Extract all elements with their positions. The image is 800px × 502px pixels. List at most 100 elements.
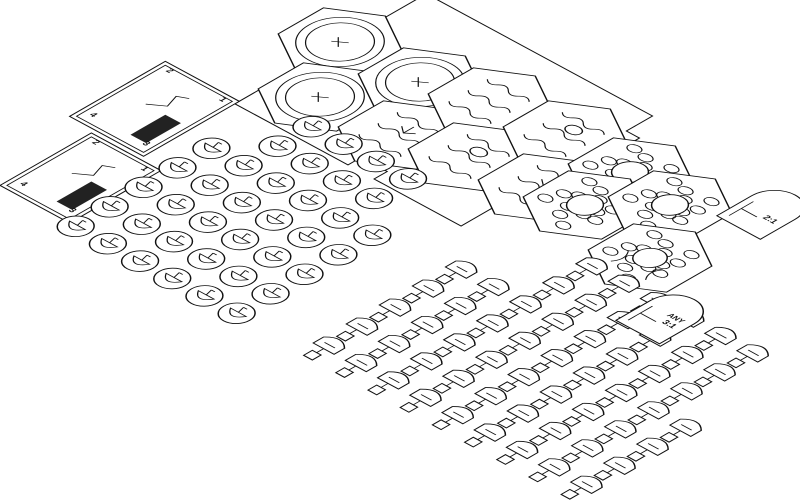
weapons-icon xyxy=(145,95,190,107)
mushroom-icon xyxy=(302,157,321,168)
token-outline xyxy=(254,209,294,231)
mushroom-icon xyxy=(300,194,319,205)
mast xyxy=(575,414,584,420)
boat-hull xyxy=(540,349,574,368)
token-outline xyxy=(88,233,128,255)
boat-piece xyxy=(432,369,475,394)
boat-deck xyxy=(518,410,530,417)
rock-icon xyxy=(622,193,639,203)
mast xyxy=(478,362,487,368)
token-outline xyxy=(319,244,358,266)
mushroom-icon xyxy=(170,161,189,172)
round-token xyxy=(254,209,294,231)
round-token xyxy=(388,168,428,190)
boat-hull xyxy=(473,387,508,406)
round-token xyxy=(154,230,194,253)
mast xyxy=(445,417,453,423)
rock-icon xyxy=(552,209,569,219)
mushroom-icon xyxy=(331,248,350,259)
mast xyxy=(578,305,586,311)
mushroom-icon xyxy=(197,289,216,300)
waves-icon xyxy=(486,79,530,102)
boat-deck xyxy=(586,262,599,270)
sea-creature-icon xyxy=(411,77,429,87)
round-token xyxy=(258,135,297,157)
rock-icon xyxy=(677,186,694,196)
round-token xyxy=(251,283,290,305)
mast xyxy=(640,413,649,418)
mast xyxy=(608,395,617,401)
boat-deck xyxy=(422,321,434,328)
round-token xyxy=(222,191,262,214)
boat-deck xyxy=(681,387,693,394)
flag-icon xyxy=(594,397,615,408)
mast xyxy=(544,360,553,366)
mushroom-icon xyxy=(298,231,318,242)
whirlpool-ring xyxy=(295,16,385,68)
hex-tile-rocks-hole xyxy=(522,170,648,240)
flag-icon xyxy=(561,416,582,427)
mast xyxy=(609,359,618,364)
mast xyxy=(674,357,683,363)
flag-icon xyxy=(562,379,583,391)
mushroom-icon xyxy=(232,233,251,244)
flag-icon xyxy=(531,325,551,337)
mushroom-icon xyxy=(166,235,185,246)
boat-hull xyxy=(378,298,412,317)
mast xyxy=(480,289,489,295)
round-token xyxy=(153,267,192,290)
boat-hull xyxy=(702,363,736,382)
boat-deck xyxy=(485,429,497,436)
boat-hull xyxy=(572,366,606,385)
boat-hull xyxy=(507,368,541,387)
mushroom-icon xyxy=(264,250,284,261)
mast xyxy=(511,343,520,349)
card-number: 3 xyxy=(66,206,79,213)
boat-piece xyxy=(561,402,605,427)
round-token xyxy=(90,196,129,218)
mushroom-icon xyxy=(304,120,323,131)
boat-piece xyxy=(693,363,736,388)
boat-hull xyxy=(605,347,639,366)
boat-piece xyxy=(366,371,410,396)
boat-hull xyxy=(668,418,702,437)
flag-icon xyxy=(596,324,617,336)
boat-piece xyxy=(564,293,608,318)
flag-icon xyxy=(560,452,581,464)
pier-icon xyxy=(728,201,758,218)
mast xyxy=(413,364,422,369)
round-token xyxy=(56,215,95,238)
boat-deck xyxy=(682,351,694,358)
rock-icon xyxy=(587,215,604,225)
mast xyxy=(415,291,424,296)
boat-hull xyxy=(408,388,442,408)
ship-icon xyxy=(71,165,116,176)
whirlpool-ring xyxy=(304,22,376,62)
mushroom-icon xyxy=(268,176,287,188)
boat-deck xyxy=(420,394,432,401)
boat-hull xyxy=(538,421,572,441)
round-token xyxy=(290,152,329,175)
token-outline xyxy=(256,172,295,194)
whirlpool-ring xyxy=(284,77,356,117)
mushroom-icon xyxy=(236,159,255,170)
flag-icon xyxy=(302,349,323,361)
boat-piece xyxy=(464,387,508,412)
mushroom-icon xyxy=(136,181,155,192)
mast xyxy=(545,324,553,330)
round-token xyxy=(219,265,258,288)
flag-icon xyxy=(400,329,421,340)
waves-icon xyxy=(428,156,472,179)
rock-icon xyxy=(689,205,706,215)
flag-icon xyxy=(661,359,681,370)
boat-deck xyxy=(324,342,336,349)
mast xyxy=(414,327,423,333)
flag-icon xyxy=(527,471,548,483)
mushroom-icon xyxy=(297,268,316,279)
boat-piece xyxy=(593,456,636,481)
token-outline xyxy=(158,157,197,179)
boat-piece xyxy=(497,368,541,393)
boat-deck xyxy=(388,376,400,384)
mast xyxy=(606,468,615,474)
